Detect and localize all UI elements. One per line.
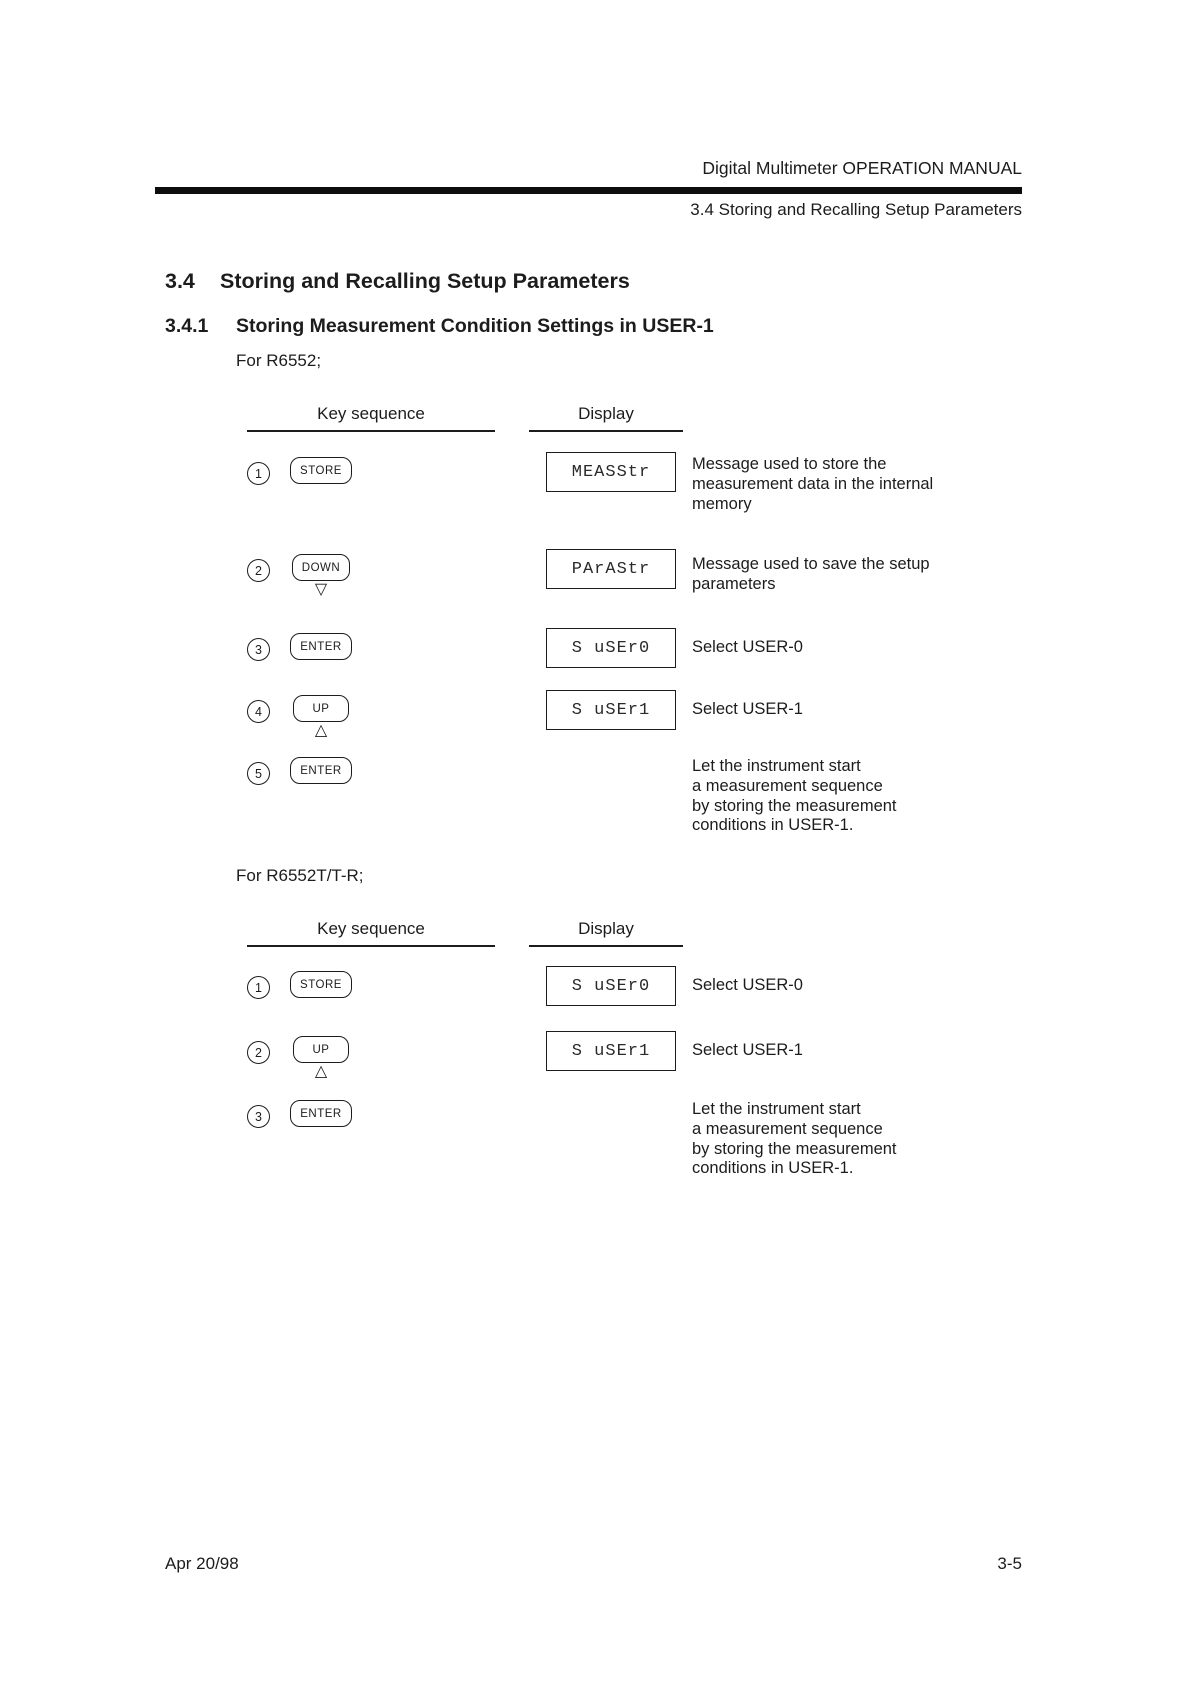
step-description: Select USER-1 (692, 700, 803, 718)
procedure-step-row: 4 UP △ S uSEr1 Select USER-1 (0, 690, 1190, 790)
step-number: 4 (247, 700, 270, 723)
subsection-title: Storing Measurement Condition Settings i… (236, 315, 714, 337)
section-title: Storing and Recalling Setup Parameters (220, 269, 630, 293)
step-description: Select USER-0 (692, 638, 803, 656)
step-number: 1 (247, 462, 270, 485)
down-triangle-icon: ▽ (314, 581, 328, 598)
up-key-button: UP (293, 1036, 349, 1063)
store-key-button: STORE (290, 971, 352, 998)
column-header-display: Display (529, 919, 683, 947)
step-description: Let the instrument start a measurement s… (692, 1100, 897, 1178)
display-readout: S uSEr1 (546, 1031, 676, 1071)
procedure-step-row: 1 STORE S uSEr0 Select USER-0 (0, 966, 1190, 1066)
display-readout: MEASStr (546, 452, 676, 492)
model-intro: For R6552; (236, 351, 322, 370)
column-header-key-sequence: Key sequence (247, 919, 495, 947)
up-triangle-icon: △ (314, 1063, 328, 1080)
step-description: Message used to save the setup parameter… (692, 555, 930, 593)
enter-key-button: ENTER (290, 1100, 352, 1127)
header-rule (155, 187, 1022, 194)
procedure-step-row: 2 UP △ S uSEr1 Select USER-1 (0, 1031, 1190, 1131)
procedure-step-row: 3 ENTER Let the instrument start a measu… (0, 1098, 1190, 1198)
display-readout: S uSEr1 (546, 690, 676, 730)
column-header-key-sequence: Key sequence (247, 404, 495, 432)
column-header-display: Display (529, 404, 683, 432)
up-triangle-icon: △ (314, 722, 328, 739)
step-description: Select USER-1 (692, 1041, 803, 1059)
down-key-button: DOWN (291, 554, 351, 581)
enter-key-button: ENTER (290, 633, 352, 660)
procedure-step-row: 2 DOWN ▽ PArAStr Message used to save th… (0, 549, 1190, 649)
step-number: 1 (247, 976, 270, 999)
running-section-ref: 3.4 Storing and Recalling Setup Paramete… (690, 200, 1022, 219)
procedure-step-row: 3 ENTER S uSEr0 Select USER-0 (0, 628, 1190, 728)
step-description: Let the instrument start a measurement s… (692, 757, 897, 835)
up-key-button: UP (293, 695, 349, 722)
subsection-number: 3.4.1 (165, 315, 209, 337)
footer-page-number: 3-5 (997, 1554, 1022, 1573)
step-number: 3 (247, 1105, 270, 1128)
manual-title: Digital Multimeter OPERATION MANUAL (702, 158, 1022, 178)
footer-date: Apr 20/98 (165, 1554, 239, 1573)
display-readout: S uSEr0 (546, 966, 676, 1006)
step-number: 3 (247, 638, 270, 661)
step-number: 2 (247, 559, 270, 582)
enter-key-button: ENTER (290, 757, 352, 784)
display-readout: PArAStr (546, 549, 676, 589)
step-description: Message used to store the measurement da… (692, 455, 934, 513)
store-key-button: STORE (290, 457, 352, 484)
display-readout: S uSEr0 (546, 628, 676, 668)
section-number: 3.4 (165, 269, 195, 293)
model-intro: For R6552T/T-R; (236, 866, 364, 885)
step-description: Select USER-0 (692, 976, 803, 994)
procedure-step-row: 1 STORE MEASStr Message used to store th… (0, 452, 1190, 552)
procedure-step-row: 5 ENTER Let the instrument start a measu… (0, 755, 1190, 855)
step-number: 2 (247, 1041, 270, 1064)
step-number: 5 (247, 762, 270, 785)
